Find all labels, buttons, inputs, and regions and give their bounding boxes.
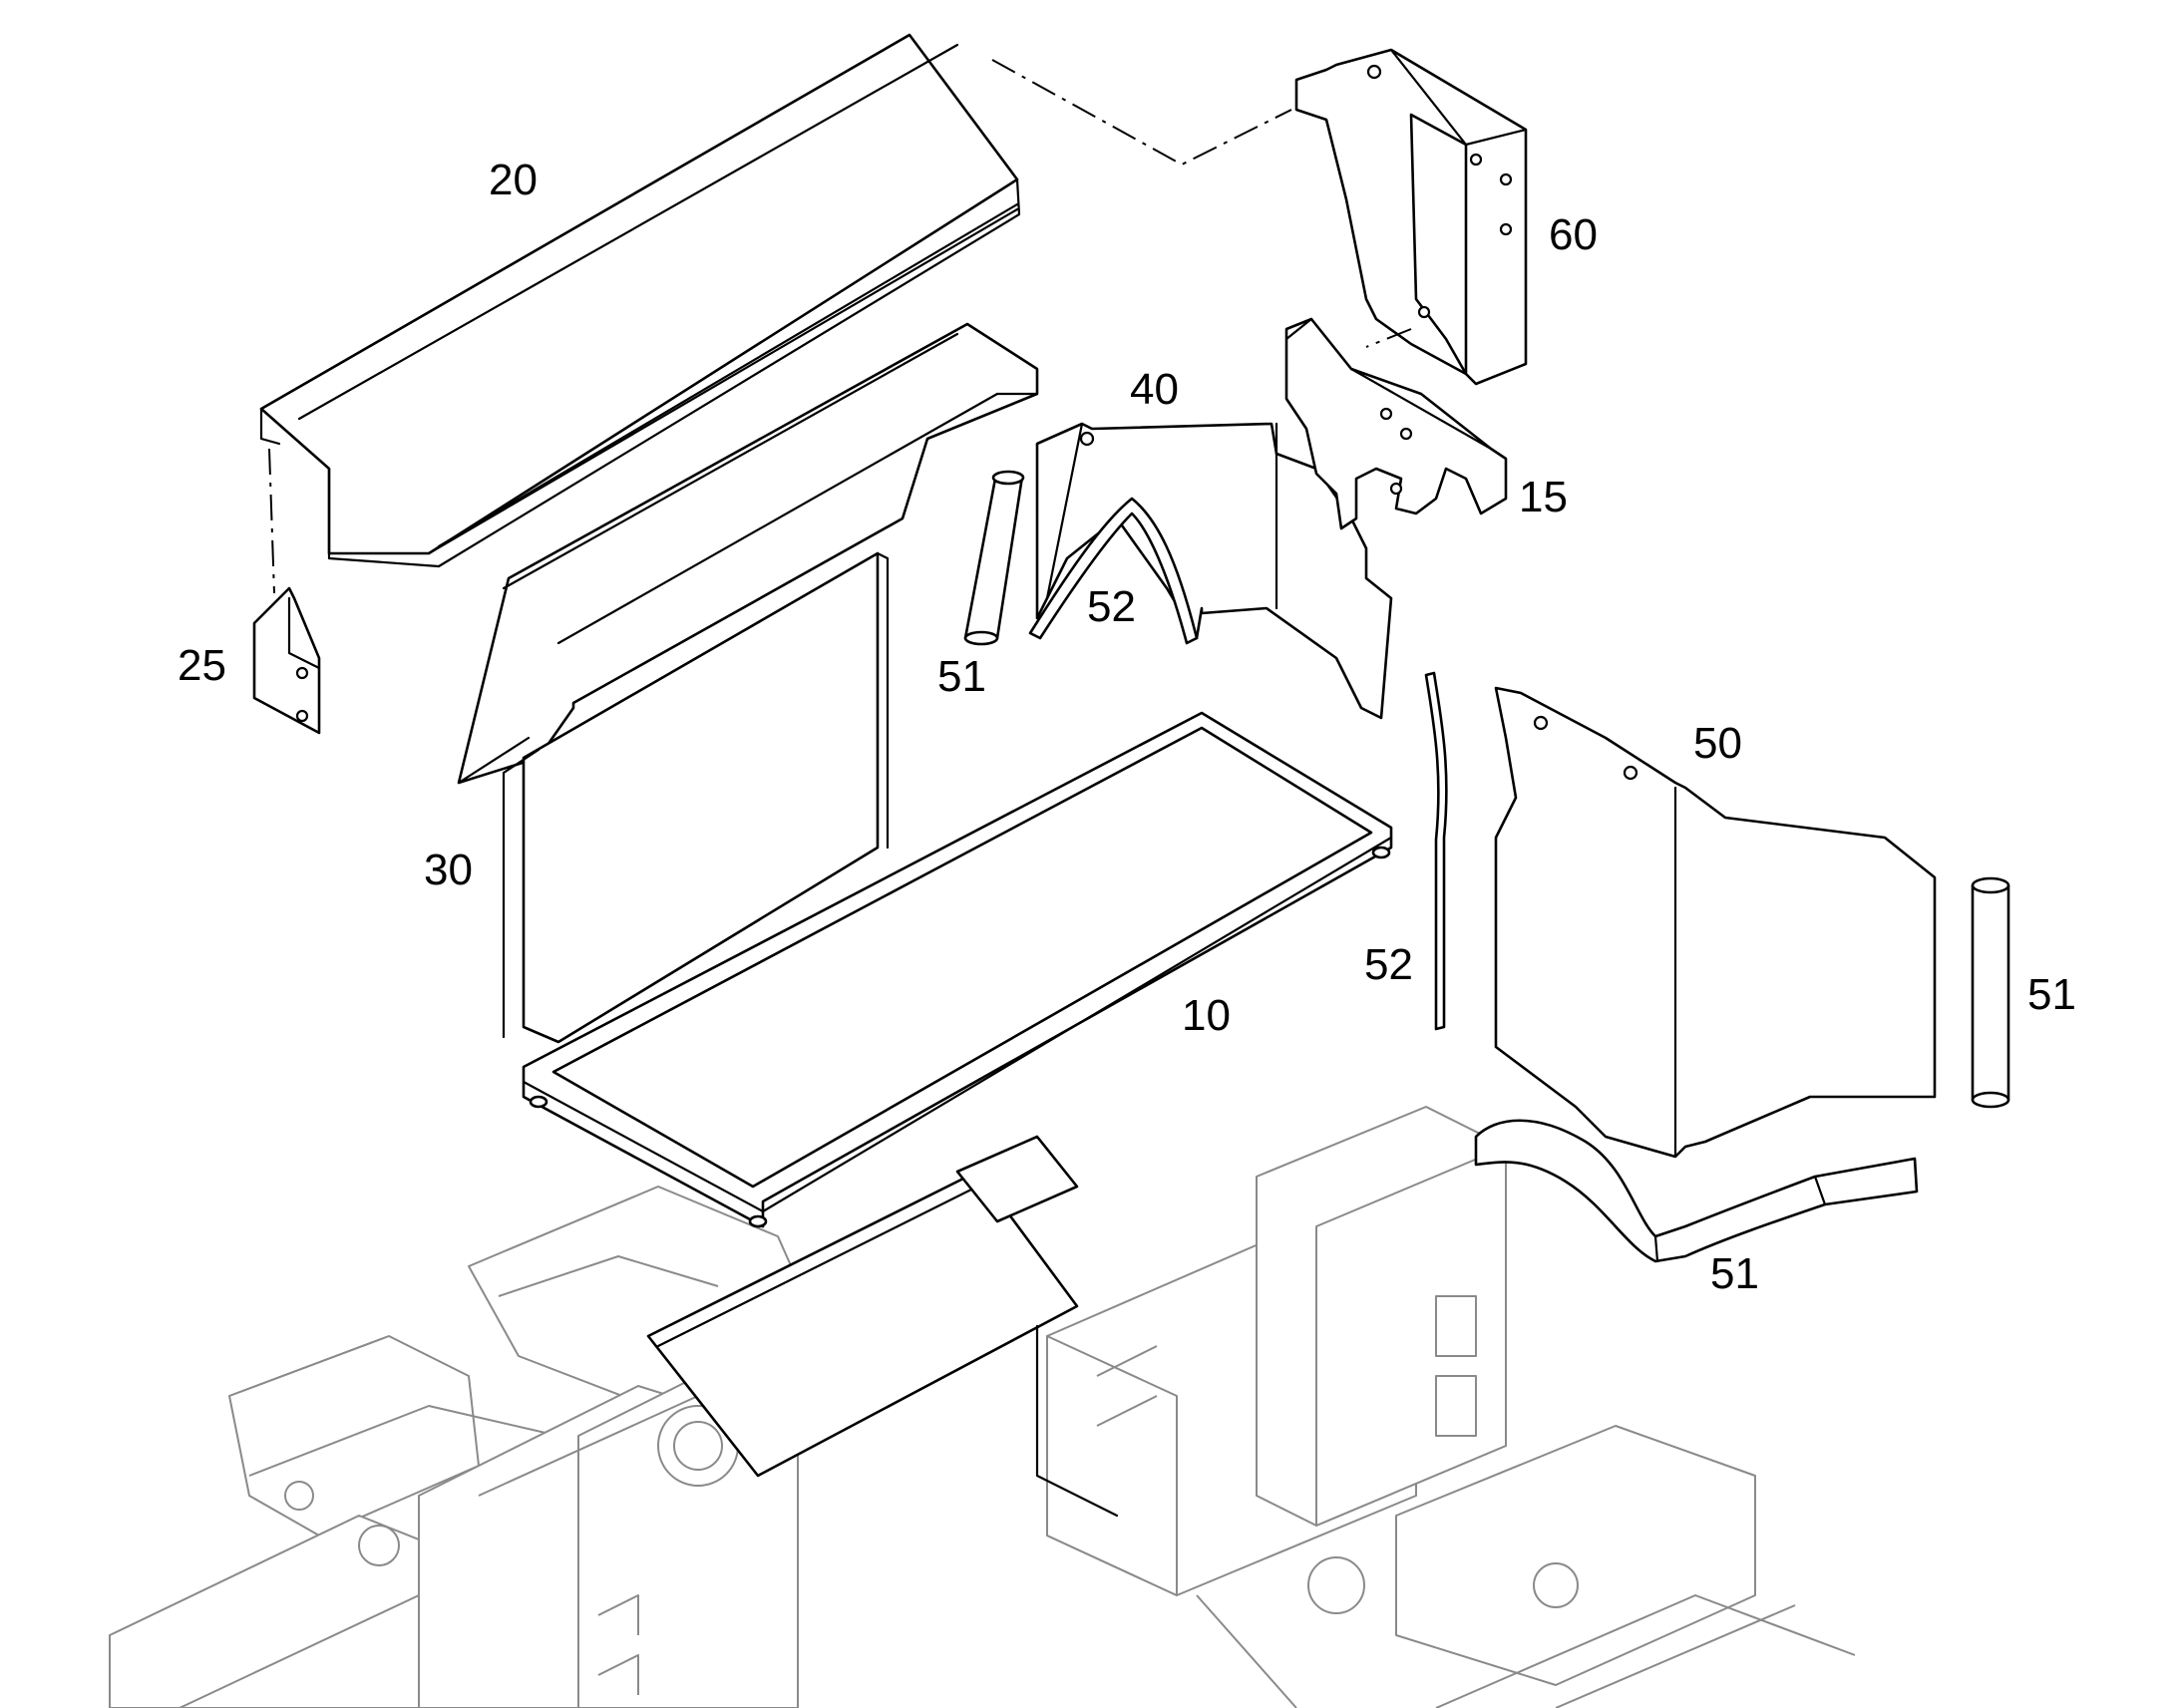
callout-52-upper: 52 [1087, 582, 1136, 631]
callout-51-left: 51 [937, 652, 986, 701]
part-50-side-panel[interactable] [1494, 686, 1937, 1159]
callout-52-lower: 52 [1364, 940, 1413, 989]
part-60-corner-bracket[interactable] [1294, 48, 1528, 386]
machine-frame [109, 1106, 1856, 1708]
installed-channel [646, 1135, 1119, 1518]
callout-30: 30 [424, 846, 473, 894]
part-20-top-cover[interactable] [259, 33, 1021, 568]
callout-labels: 20 60 40 15 25 52 51 50 30 52 10 51 51 [178, 156, 2076, 1298]
part-10-floor-plate[interactable] [522, 711, 1393, 1228]
part-40-side-panel[interactable] [1035, 422, 1393, 720]
part-25-bracket[interactable] [252, 586, 321, 735]
part-30-rear-panel[interactable] [457, 322, 1039, 1044]
part-52-seal-upper[interactable] [1028, 497, 1199, 645]
callout-40: 40 [1130, 365, 1179, 414]
callout-20: 20 [489, 156, 538, 204]
callout-51-bent: 51 [1710, 1249, 1759, 1298]
callout-50: 50 [1693, 719, 1742, 768]
part-51-tube-left[interactable] [963, 470, 1025, 646]
callout-51-right: 51 [2027, 970, 2076, 1019]
callout-60: 60 [1549, 210, 1598, 259]
part-15-support-bracket[interactable] [1284, 317, 1508, 530]
part-51-tube-right[interactable] [1971, 876, 2010, 1109]
callout-10: 10 [1182, 991, 1231, 1040]
part-52-seal-lower[interactable] [1424, 671, 1448, 1031]
callout-25: 25 [178, 641, 226, 690]
alignment-lines [268, 59, 1412, 594]
part-51-tube-bent[interactable] [1474, 1119, 1919, 1263]
callout-15: 15 [1519, 473, 1568, 521]
